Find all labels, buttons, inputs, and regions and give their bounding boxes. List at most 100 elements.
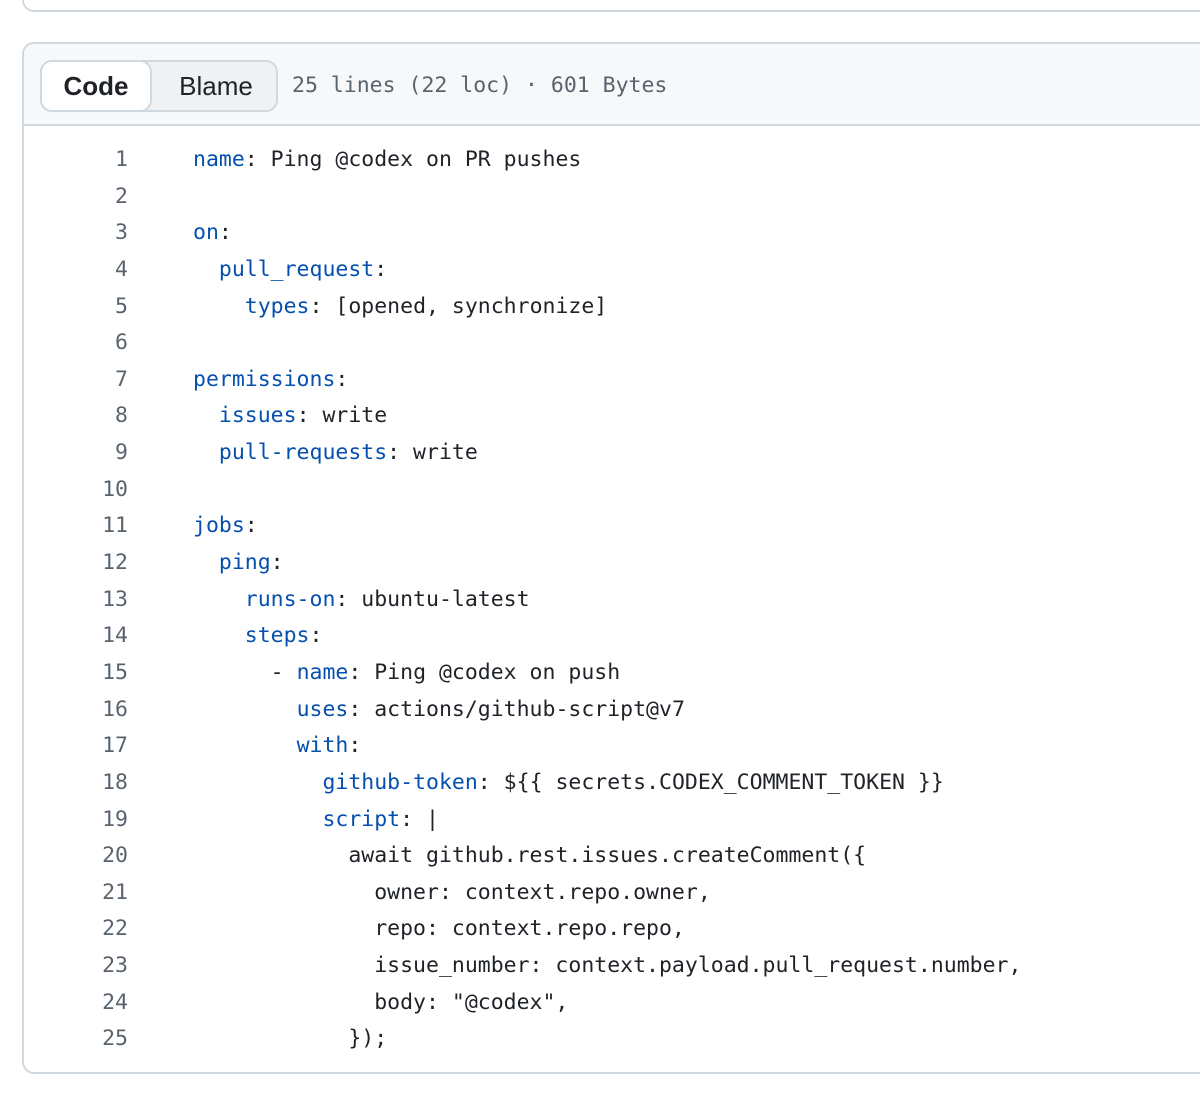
code-line: 9 pull-requests: write: [24, 435, 1200, 472]
line-number[interactable]: 8: [115, 403, 128, 429]
code-line: 15 - name: Ping @codex on push: [24, 655, 1200, 692]
line-content: permissions:: [193, 362, 348, 399]
line-indent: [193, 697, 297, 722]
line-text: : [opened, synchronize]: [309, 293, 608, 319]
line-text: :: [218, 220, 232, 246]
yaml-key: script: [322, 806, 401, 832]
yaml-key: uses: [296, 696, 349, 722]
code-line: 12 ping:: [24, 545, 1200, 582]
line-indent: [193, 953, 374, 978]
line-number[interactable]: 12: [102, 550, 128, 576]
yaml-key: pull_request: [218, 256, 375, 282]
code-tab-button[interactable]: Code: [40, 60, 152, 112]
line-text: :: [244, 513, 258, 539]
file-header: Code Blame 25 lines (22 loc) · 601 Bytes: [24, 44, 1200, 126]
yaml-key: name: [193, 147, 245, 172]
line-indent: [193, 440, 219, 465]
line-number[interactable]: 9: [115, 440, 128, 466]
line-number[interactable]: 17: [102, 733, 128, 759]
line-content: repo: context.repo.repo,: [193, 911, 685, 948]
line-number[interactable]: 11: [102, 513, 128, 539]
code-line: 24 body: "@codex",: [24, 985, 1200, 1022]
yaml-key: github-token: [322, 769, 478, 795]
line-number[interactable]: 6: [115, 330, 128, 356]
yaml-key: jobs: [193, 513, 245, 539]
yaml-key: permissions: [193, 366, 336, 392]
code-line: 21 owner: context.repo.owner,: [24, 875, 1200, 912]
code-line: 13 runs-on: ubuntu-latest: [24, 582, 1200, 619]
line-number[interactable]: 13: [102, 586, 128, 612]
line-number[interactable]: 24: [102, 989, 128, 1015]
line-text: :: [270, 550, 284, 576]
line-content: - name: Ping @codex on push: [193, 655, 621, 692]
line-content: pull_request:: [193, 252, 387, 289]
yaml-key: issues: [218, 403, 297, 429]
yaml-key: on: [193, 220, 219, 246]
line-number[interactable]: 18: [102, 769, 128, 795]
yaml-key: steps: [244, 623, 310, 649]
line-number[interactable]: 1: [115, 147, 128, 172]
line-text: : write: [387, 440, 478, 466]
file-stats: 25 lines (22 loc) · 601 Bytes: [292, 73, 668, 98]
code-line: 22 repo: context.repo.repo,: [24, 911, 1200, 948]
line-text: await github.rest.issues.createComment({: [348, 843, 867, 869]
line-indent: [193, 587, 245, 612]
code-line: 6: [24, 325, 1200, 362]
code-line: 4 pull_request:: [24, 252, 1200, 289]
line-text: : write: [296, 403, 388, 429]
code-line: 23 issue_number: context.payload.pull_re…: [24, 948, 1200, 985]
line-content: on:: [193, 215, 232, 252]
line-content: with:: [193, 728, 362, 765]
line-content: pull-requests: write: [193, 435, 478, 472]
line-content: uses: actions/github-script@v7: [193, 692, 685, 729]
line-content: body: "@codex",: [193, 985, 568, 1022]
line-content: runs-on: ubuntu-latest: [193, 582, 530, 619]
line-number[interactable]: 16: [102, 696, 128, 722]
code-line: 16 uses: actions/github-script@v7: [24, 692, 1200, 729]
line-content: steps:: [193, 618, 323, 655]
line-content: script: |: [193, 802, 439, 839]
line-number[interactable]: 10: [102, 476, 128, 502]
code-line: 7 permissions:: [24, 362, 1200, 399]
line-content: github-token: ${{ secrets.CODEX_COMMENT_…: [193, 765, 943, 802]
line-text: repo: context.repo.repo,: [374, 916, 685, 942]
line-indent: [193, 1026, 348, 1051]
line-number[interactable]: 22: [102, 916, 128, 942]
line-number[interactable]: 21: [102, 879, 128, 905]
code-line: 14 steps:: [24, 618, 1200, 655]
line-indent: [193, 990, 374, 1015]
blame-tab-button[interactable]: Blame: [179, 71, 253, 101]
line-text: :: [309, 623, 323, 649]
line-indent: [193, 257, 219, 282]
line-text: :: [374, 256, 388, 282]
line-number[interactable]: 3: [115, 220, 128, 246]
line-number[interactable]: 20: [102, 843, 128, 869]
line-content: issue_number: context.payload.pull_reque…: [193, 948, 1021, 985]
line-indent: [193, 807, 322, 832]
line-number[interactable]: 23: [102, 953, 128, 979]
code-line: 10: [24, 472, 1200, 509]
line-number[interactable]: 19: [102, 806, 128, 832]
code-line: 5 types: [opened, synchronize]: [24, 289, 1200, 326]
line-number[interactable]: 25: [102, 1026, 128, 1052]
line-number[interactable]: 15: [102, 659, 128, 685]
yaml-key: types: [244, 293, 310, 319]
line-number[interactable]: 7: [115, 366, 128, 392]
line-content: owner: context.repo.owner,: [193, 875, 711, 912]
line-text: body: "@codex",: [374, 989, 569, 1015]
line-text: :: [348, 733, 362, 759]
code-line: 18 github-token: ${{ secrets.CODEX_COMME…: [24, 765, 1200, 802]
line-number[interactable]: 5: [115, 293, 128, 319]
line-number[interactable]: 14: [102, 623, 128, 649]
code-line: 2: [24, 179, 1200, 216]
yaml-key: ping: [218, 550, 271, 576]
code-line: 11 jobs:: [24, 508, 1200, 545]
line-indent: [193, 843, 348, 868]
line-number[interactable]: 4: [115, 256, 128, 282]
line-number[interactable]: 2: [115, 183, 128, 209]
code-line: 8 issues: write: [24, 398, 1200, 435]
line-text: : |: [400, 806, 439, 832]
line-indent: [193, 623, 245, 648]
